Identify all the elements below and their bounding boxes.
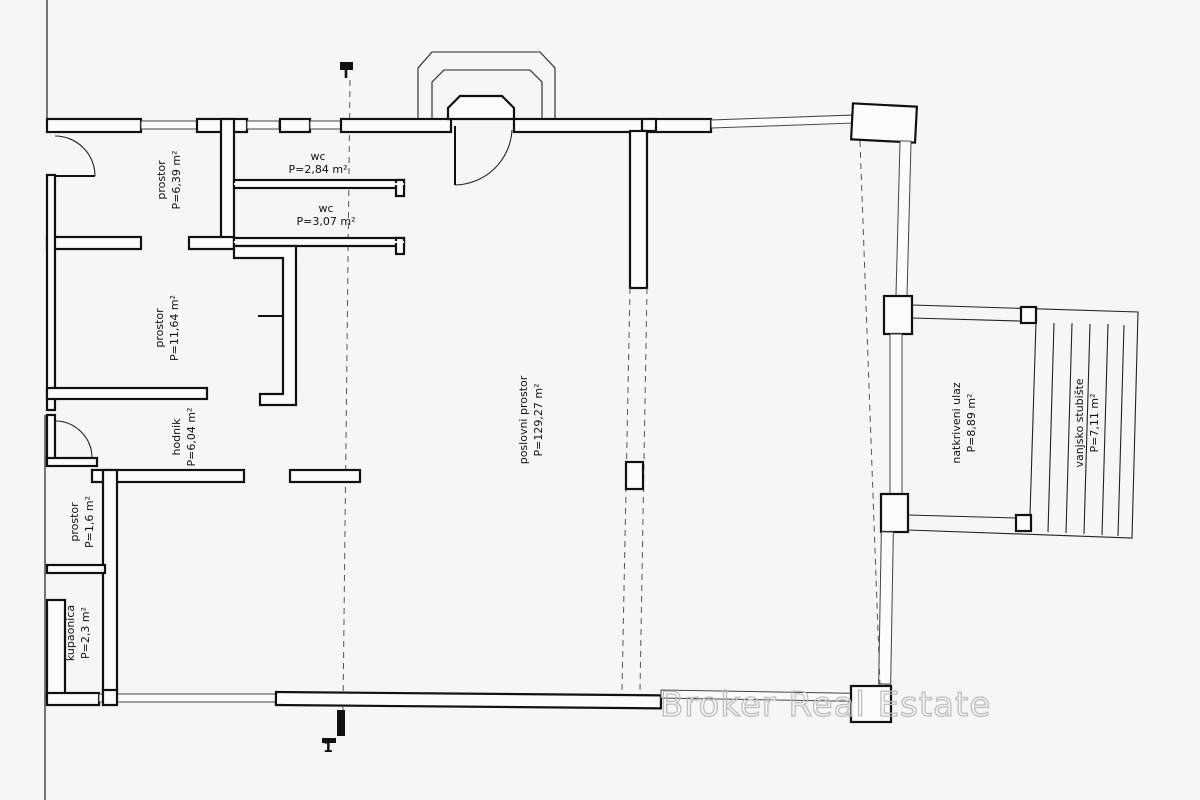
room-area-natkriveni: P=8,89 m² <box>965 394 978 453</box>
room-name-prostor-1: prostor <box>155 160 168 200</box>
section-mark-top: I <box>343 66 348 82</box>
section-line <box>322 62 353 743</box>
room-area-wc-lower: P=3,07 m² <box>297 215 356 228</box>
room-name-natkriveni: natkriveni ulaz <box>950 382 963 464</box>
room-area-wc-upper: P=2,84 m² <box>289 163 348 176</box>
left-rooms-walls <box>45 117 362 702</box>
room-name-wc-lower: wc <box>318 202 333 215</box>
room-area-hodnik: P=6,04 m² <box>185 408 198 467</box>
exterior-wall-bottom <box>45 688 857 710</box>
room-area-poslovni: P=129,27 m² <box>532 384 545 457</box>
room-name-wc-upper: wc <box>310 150 325 163</box>
inner-partition <box>621 117 658 691</box>
room-name-kupaonica: kupaonica <box>64 605 77 661</box>
entrance-door <box>454 126 513 186</box>
room-area-prostor-1: P=6,39 m² <box>170 151 183 210</box>
exterior-stairs <box>1029 321 1125 537</box>
left-door-swings <box>54 135 96 459</box>
corridor-wall <box>232 244 298 407</box>
room-area-prostor-2: P=11,64 m² <box>168 295 181 361</box>
room-area-stubiste: P=7,11 m² <box>1088 394 1101 453</box>
room-name-prostor-2: prostor <box>153 308 166 348</box>
room-area-kupaonica: P=2,3 m² <box>79 607 92 659</box>
room-name-stubiste: vanjsko stubište <box>1073 378 1086 467</box>
wc-partitions <box>232 178 406 256</box>
room-area-prostor-3: P=1,6 m² <box>83 496 96 548</box>
covered-entrance <box>907 304 1139 539</box>
right-facade <box>849 102 919 724</box>
exterior-wall-top <box>45 114 857 134</box>
room-name-hodnik: hodnik <box>170 418 183 456</box>
room-name-prostor-3: prostor <box>68 502 81 542</box>
room-name-poslovni: poslovni prostor <box>517 375 530 464</box>
section-mark-bottom: 1 <box>323 740 333 756</box>
entrance-niche <box>417 51 556 121</box>
watermark-text: Broker Real Estate <box>660 685 991 725</box>
